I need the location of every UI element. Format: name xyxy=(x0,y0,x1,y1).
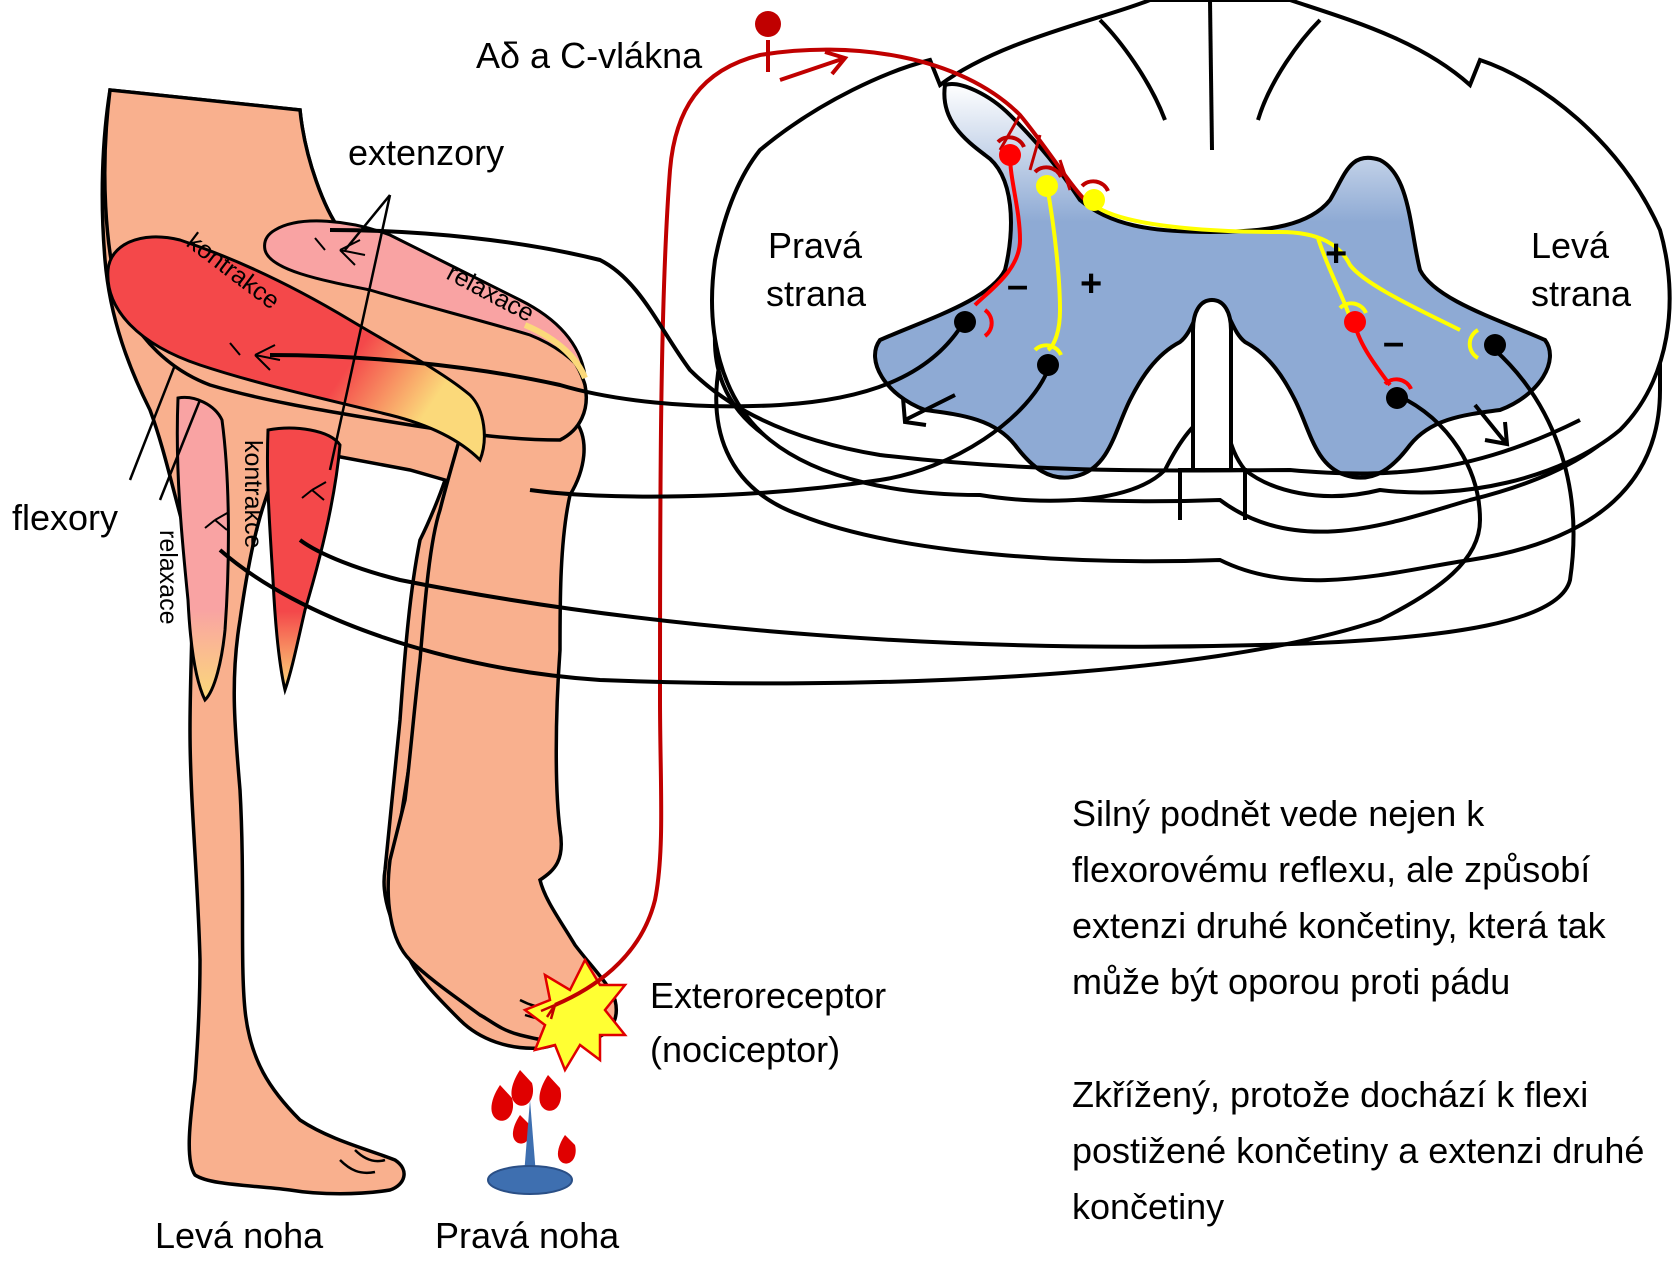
afferent-arrow-icon xyxy=(780,52,845,80)
right-leg-label: Pravá noha xyxy=(435,1215,620,1256)
description-paragraph-1: Silný podnět vede nejen k flexorovému re… xyxy=(1072,786,1678,1010)
description-line: postižené končetiny a extenzi druhé xyxy=(1072,1123,1678,1179)
receptor-label-2: (nociceptor) xyxy=(650,1029,840,1070)
description-line: končetiny xyxy=(1072,1179,1678,1235)
plus-sign-right: + xyxy=(1080,263,1102,305)
left-side-label-2: strana xyxy=(1531,273,1632,314)
shin-relaxed-muscle xyxy=(177,397,228,700)
description-line: extenzi druhé končetiny, která tak xyxy=(1072,898,1678,954)
right-side-label-1: Pravá xyxy=(768,225,863,266)
receptor-label-1: Exteroreceptor xyxy=(650,975,886,1016)
minus-sign-left: – xyxy=(1383,322,1404,364)
description-line: flexorovému reflexu, ale způsobí xyxy=(1072,842,1678,898)
shin-relaxation-label: relaxace xyxy=(154,530,182,625)
left-side-label-1: Levá xyxy=(1531,225,1610,266)
description-line: Zkřížený, protože dochází k flexi xyxy=(1072,1067,1678,1123)
minus-sign-right: – xyxy=(1007,265,1028,307)
dorsal-sulcus xyxy=(1210,0,1212,150)
description-paragraph-2: Zkřížený, protože dochází k flexi postiž… xyxy=(1072,1067,1678,1235)
ventral-fissure xyxy=(1193,300,1231,470)
shin-contracted-muscle xyxy=(267,428,340,690)
plus-sign-left: + xyxy=(1325,233,1347,275)
left-leg-label: Levá noha xyxy=(155,1215,324,1256)
extensors-label: extenzory xyxy=(348,132,504,173)
fiber-soma-icon xyxy=(755,11,781,37)
flexors-label: flexory xyxy=(12,497,118,538)
right-side-label-2: strana xyxy=(766,273,867,314)
description-line: Silný podnět vede nejen k xyxy=(1072,786,1678,842)
fibers-label: Aδ a C-vlákna xyxy=(476,35,703,76)
shin-contraction-label: kontrakce xyxy=(239,440,267,548)
description-line: může být oporou proti pádu xyxy=(1072,954,1678,1010)
